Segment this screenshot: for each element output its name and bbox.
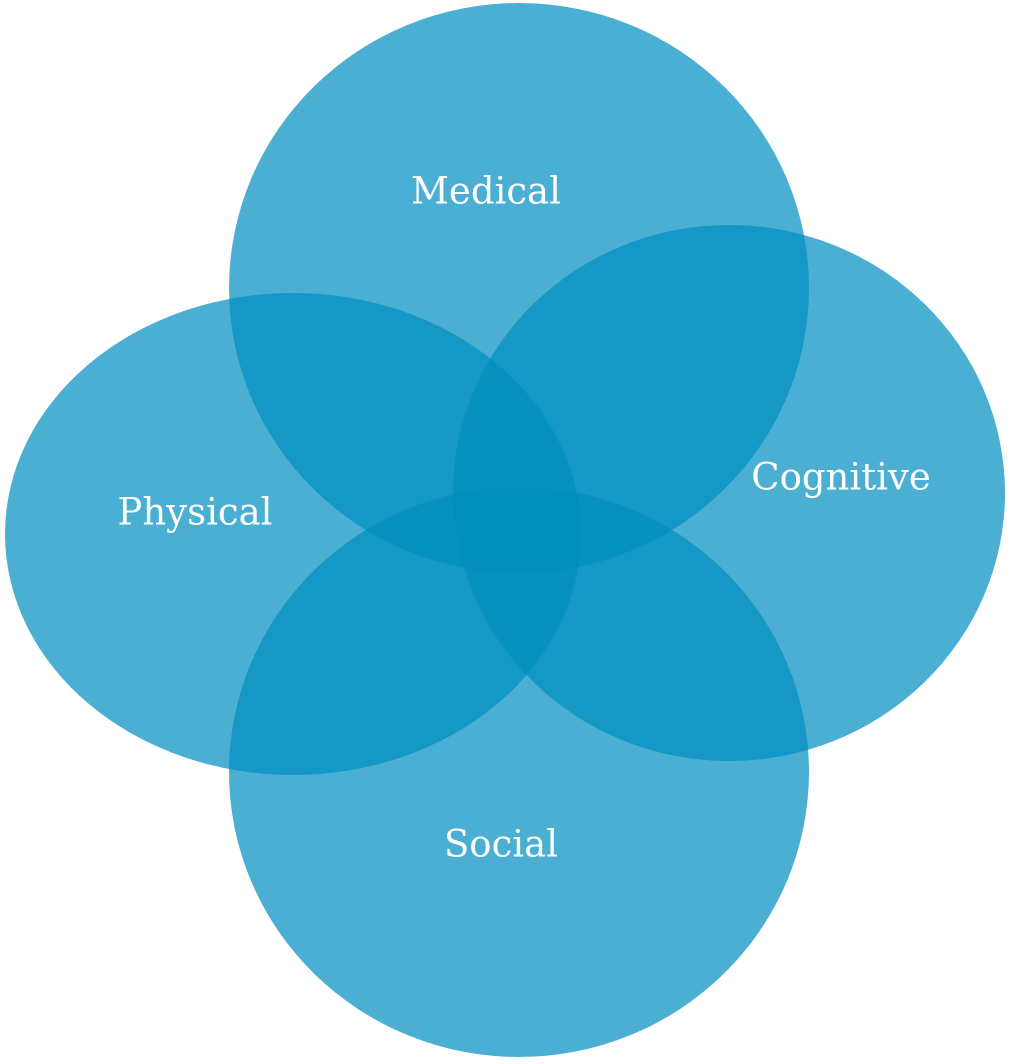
label-social: Social xyxy=(444,823,558,866)
venn-circles xyxy=(5,3,1005,1057)
label-physical: Physical xyxy=(117,491,272,534)
label-cognitive: Cognitive xyxy=(751,456,930,499)
label-medical: Medical xyxy=(411,170,561,213)
circle-physical xyxy=(5,293,581,775)
venn-labels: Medical Cognitive Social Physical xyxy=(117,170,930,866)
